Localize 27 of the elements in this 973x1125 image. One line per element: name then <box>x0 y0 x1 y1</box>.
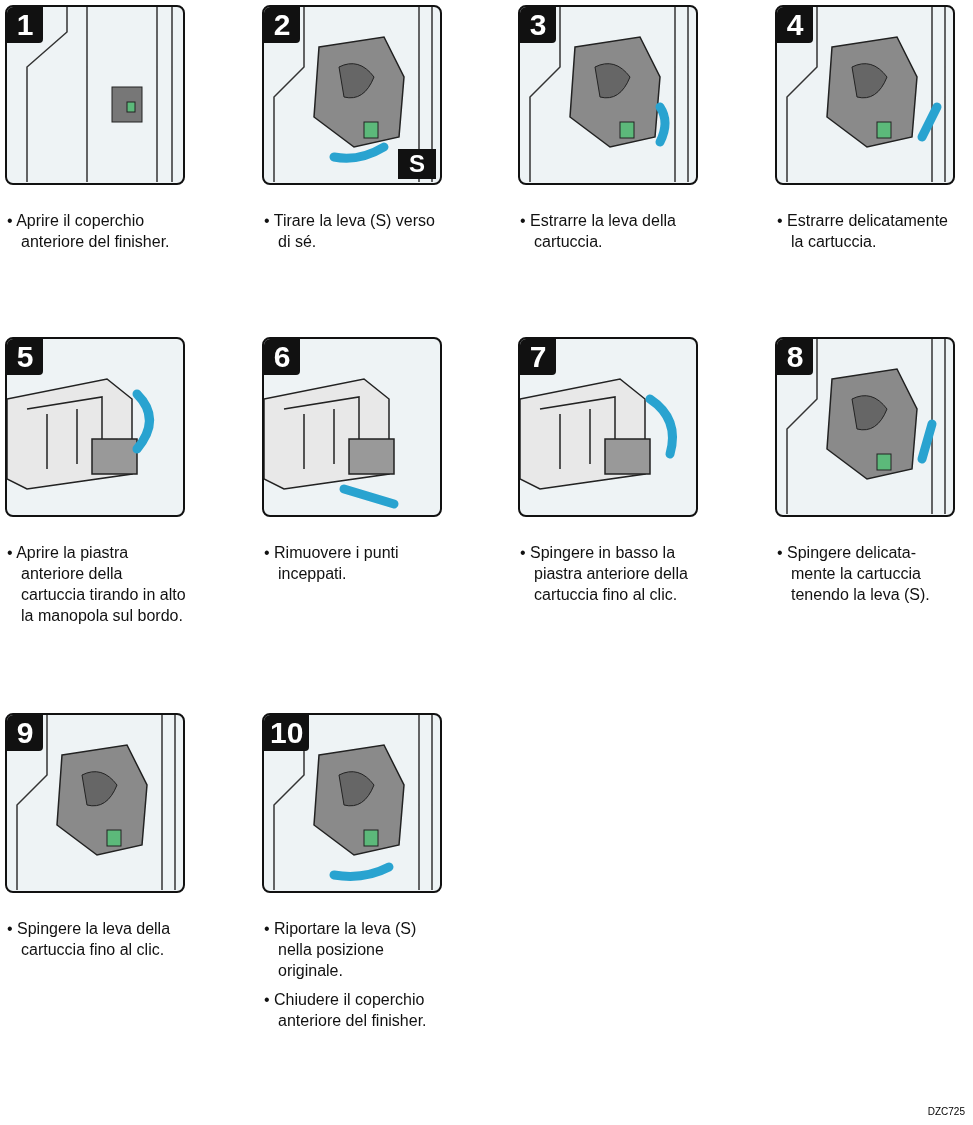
lever-label: S <box>398 149 436 179</box>
step-number: 2 <box>264 7 300 43</box>
instruction-text: • Spingere delicata- mente la cartuccia tenendo la leva (S). <box>777 543 931 605</box>
instruction-text: • Estrarre delicatamente la cartuccia. <box>777 211 949 252</box>
instruction-text: • Aprire la piastra anteriore della cartuccia tirando in alto la manopola sul bordo. <box>7 543 187 626</box>
step-number: 7 <box>520 339 556 375</box>
instruction-text: • Estrarre la leva della cartuccia. <box>520 211 677 252</box>
instruction-text: • Riportare la leva (S) nella posizione originale. <box>264 919 418 981</box>
step-panel <box>262 337 442 517</box>
instruction-text: • Tirare la leva (S) verso di sé. <box>264 211 436 252</box>
instruction-text: • Spingere la leva della cartuccia fino al clic. <box>7 919 172 960</box>
instruction-text: • Chiudere il coperchio anteriore del finisher. <box>264 990 428 1031</box>
step-number: 9 <box>7 715 43 751</box>
step-panel <box>518 337 698 517</box>
step-panel <box>5 5 185 185</box>
instruction-text: • Spingere in basso la piastra anteriore della cartuccia fino al clic. <box>520 543 689 605</box>
instruction-text: • Aprire il coperchio anteriore del finisher. <box>7 211 171 252</box>
figure-code: DZC725 <box>927 1106 965 1117</box>
step-number: 6 <box>264 339 300 375</box>
step-number: 1 <box>7 7 43 43</box>
step-number: 4 <box>777 7 813 43</box>
step-number: 8 <box>777 339 813 375</box>
step-number: 10 <box>264 715 310 751</box>
step-number: 5 <box>7 339 43 375</box>
step-number: 3 <box>520 7 556 43</box>
instruction-text: • Rimuovere i punti inceppati. <box>264 543 400 584</box>
step-panel <box>5 337 185 517</box>
